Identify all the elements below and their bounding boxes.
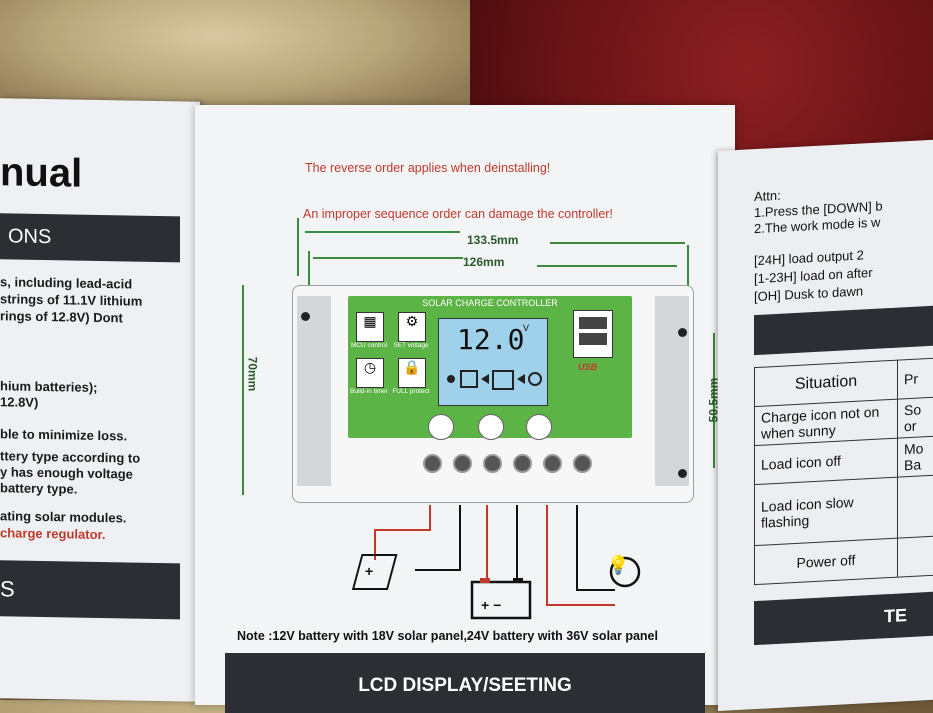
table-header-pr: Pr [898,358,933,399]
left-line-2: strings of 11.1V lithium [0,291,142,308]
warning-line-1: The reverse order applies when deinstall… [305,161,550,175]
menu-button [428,414,454,440]
solar-panel-icon: + [365,563,373,579]
terminal-load-plus [543,454,562,473]
usb-port-2 [579,333,607,345]
set-caption: SET voltage [391,342,431,349]
lcd-voltage-unit: V [523,323,529,333]
left-line-7: ttery type according to [0,448,140,465]
timer-caption: Build-in timer [349,388,389,395]
mount-hole-top-left [301,312,310,321]
lcd-voltage-value: 12.0 [457,323,524,356]
usb-port-block [573,310,613,358]
left-line-6: ble to minimize loss. [0,426,127,443]
attn-label: Attn: [754,188,781,204]
charge-controller-drawing: SOLAR CHARGE CONTROLLER ▦ MCU control ⚙ … [292,285,694,503]
lcd-section-header: LCD DISPLAY/SEETING [225,653,705,713]
dim-line-outer-right [550,242,685,244]
mode-24h: [24H] load output 2 [754,247,864,268]
mount-hole-top-right [678,328,687,337]
left-line-4: hium batteries); [0,378,98,395]
right-section-bar [754,305,933,355]
battery-icon: + − [481,597,501,613]
left-line-5: 12.8V) [0,394,38,410]
right-manual-page: Attn: 1.Press the [DOWN] b 2.The work mo… [718,139,933,711]
left-red-line: charge regulator. [0,525,105,542]
left-line-8: y has enough voltage [0,464,133,481]
manual-title: nual [0,150,82,196]
lock-icon: 🔒 [398,358,426,388]
dim-tick-left-outer [297,218,299,276]
troubleshoot-table: Situation Pr Charge icon not on when sun… [754,357,933,585]
controller-label: SOLAR CHARGE CONTROLLER [348,298,632,308]
section-bar-left-2: S [0,560,180,619]
left-line-10: ating solar modules. [0,508,126,525]
left-line-9: battery type. [0,480,77,496]
terminal-solar-plus [423,454,442,473]
dim-outer-label: 133.5mm [467,233,518,247]
up-button [478,414,504,440]
table-cell [898,536,933,577]
table-cell: Power off [755,538,898,584]
down-button [526,414,552,440]
table-cell: Mo Ba [898,436,933,477]
center-manual-page: The reverse order applies when deinstall… [195,105,735,705]
section-bar-left: ONS [0,213,180,262]
clock-icon: ◷ [356,358,384,388]
note-text: Note :12V battery with 18V solar panel,2… [237,629,658,643]
dim-line-inner-right [537,265,677,267]
terminal-solar-minus [453,454,472,473]
lcd-display: 12.0 V [438,318,548,406]
dim-height-label: 70mm [245,357,259,392]
controller-right-flange [655,296,689,486]
controller-face-panel: SOLAR CHARGE CONTROLLER ▦ MCU control ⚙ … [348,296,632,438]
right-bottom-bar: TE [754,591,933,645]
mode-oh: [OH] Dusk to dawn [754,283,863,304]
mcu-caption: MCU control [349,342,389,349]
table-row: Load icon slow flashing [755,475,933,546]
terminal-load-minus [573,454,592,473]
protect-caption: FULL protect [391,388,431,395]
table-cell: Load icon slow flashing [755,477,898,545]
dim-height-line [242,285,244,495]
table-row: Power off [755,536,933,585]
mount-hole-bottom-right [678,469,687,478]
gear-icon: ⚙ [398,312,426,342]
left-manual-page: nual ONS s, including lead-acid strings … [0,98,200,701]
dim-inner-label: 126mm [463,255,504,269]
mcu-icon: ▦ [356,312,384,342]
terminal-battery-plus [483,454,502,473]
usb-label: USB [578,362,597,372]
controller-left-flange [297,296,331,486]
left-line-3: rings of 12.8V) Dont [0,308,123,325]
left-line-1: s, including lead-acid [0,274,132,291]
usb-port-1 [579,317,607,329]
dim-line-inner-left [313,257,463,259]
lcd-flow-icons [443,367,543,397]
terminal-battery-minus [513,454,532,473]
dim-line-outer-left [305,231,460,233]
warning-line-2: An improper sequence order can damage th… [303,207,613,221]
bulb-icon: 💡 [607,555,629,576]
table-cell: So or [898,397,933,438]
table-cell [898,475,933,538]
